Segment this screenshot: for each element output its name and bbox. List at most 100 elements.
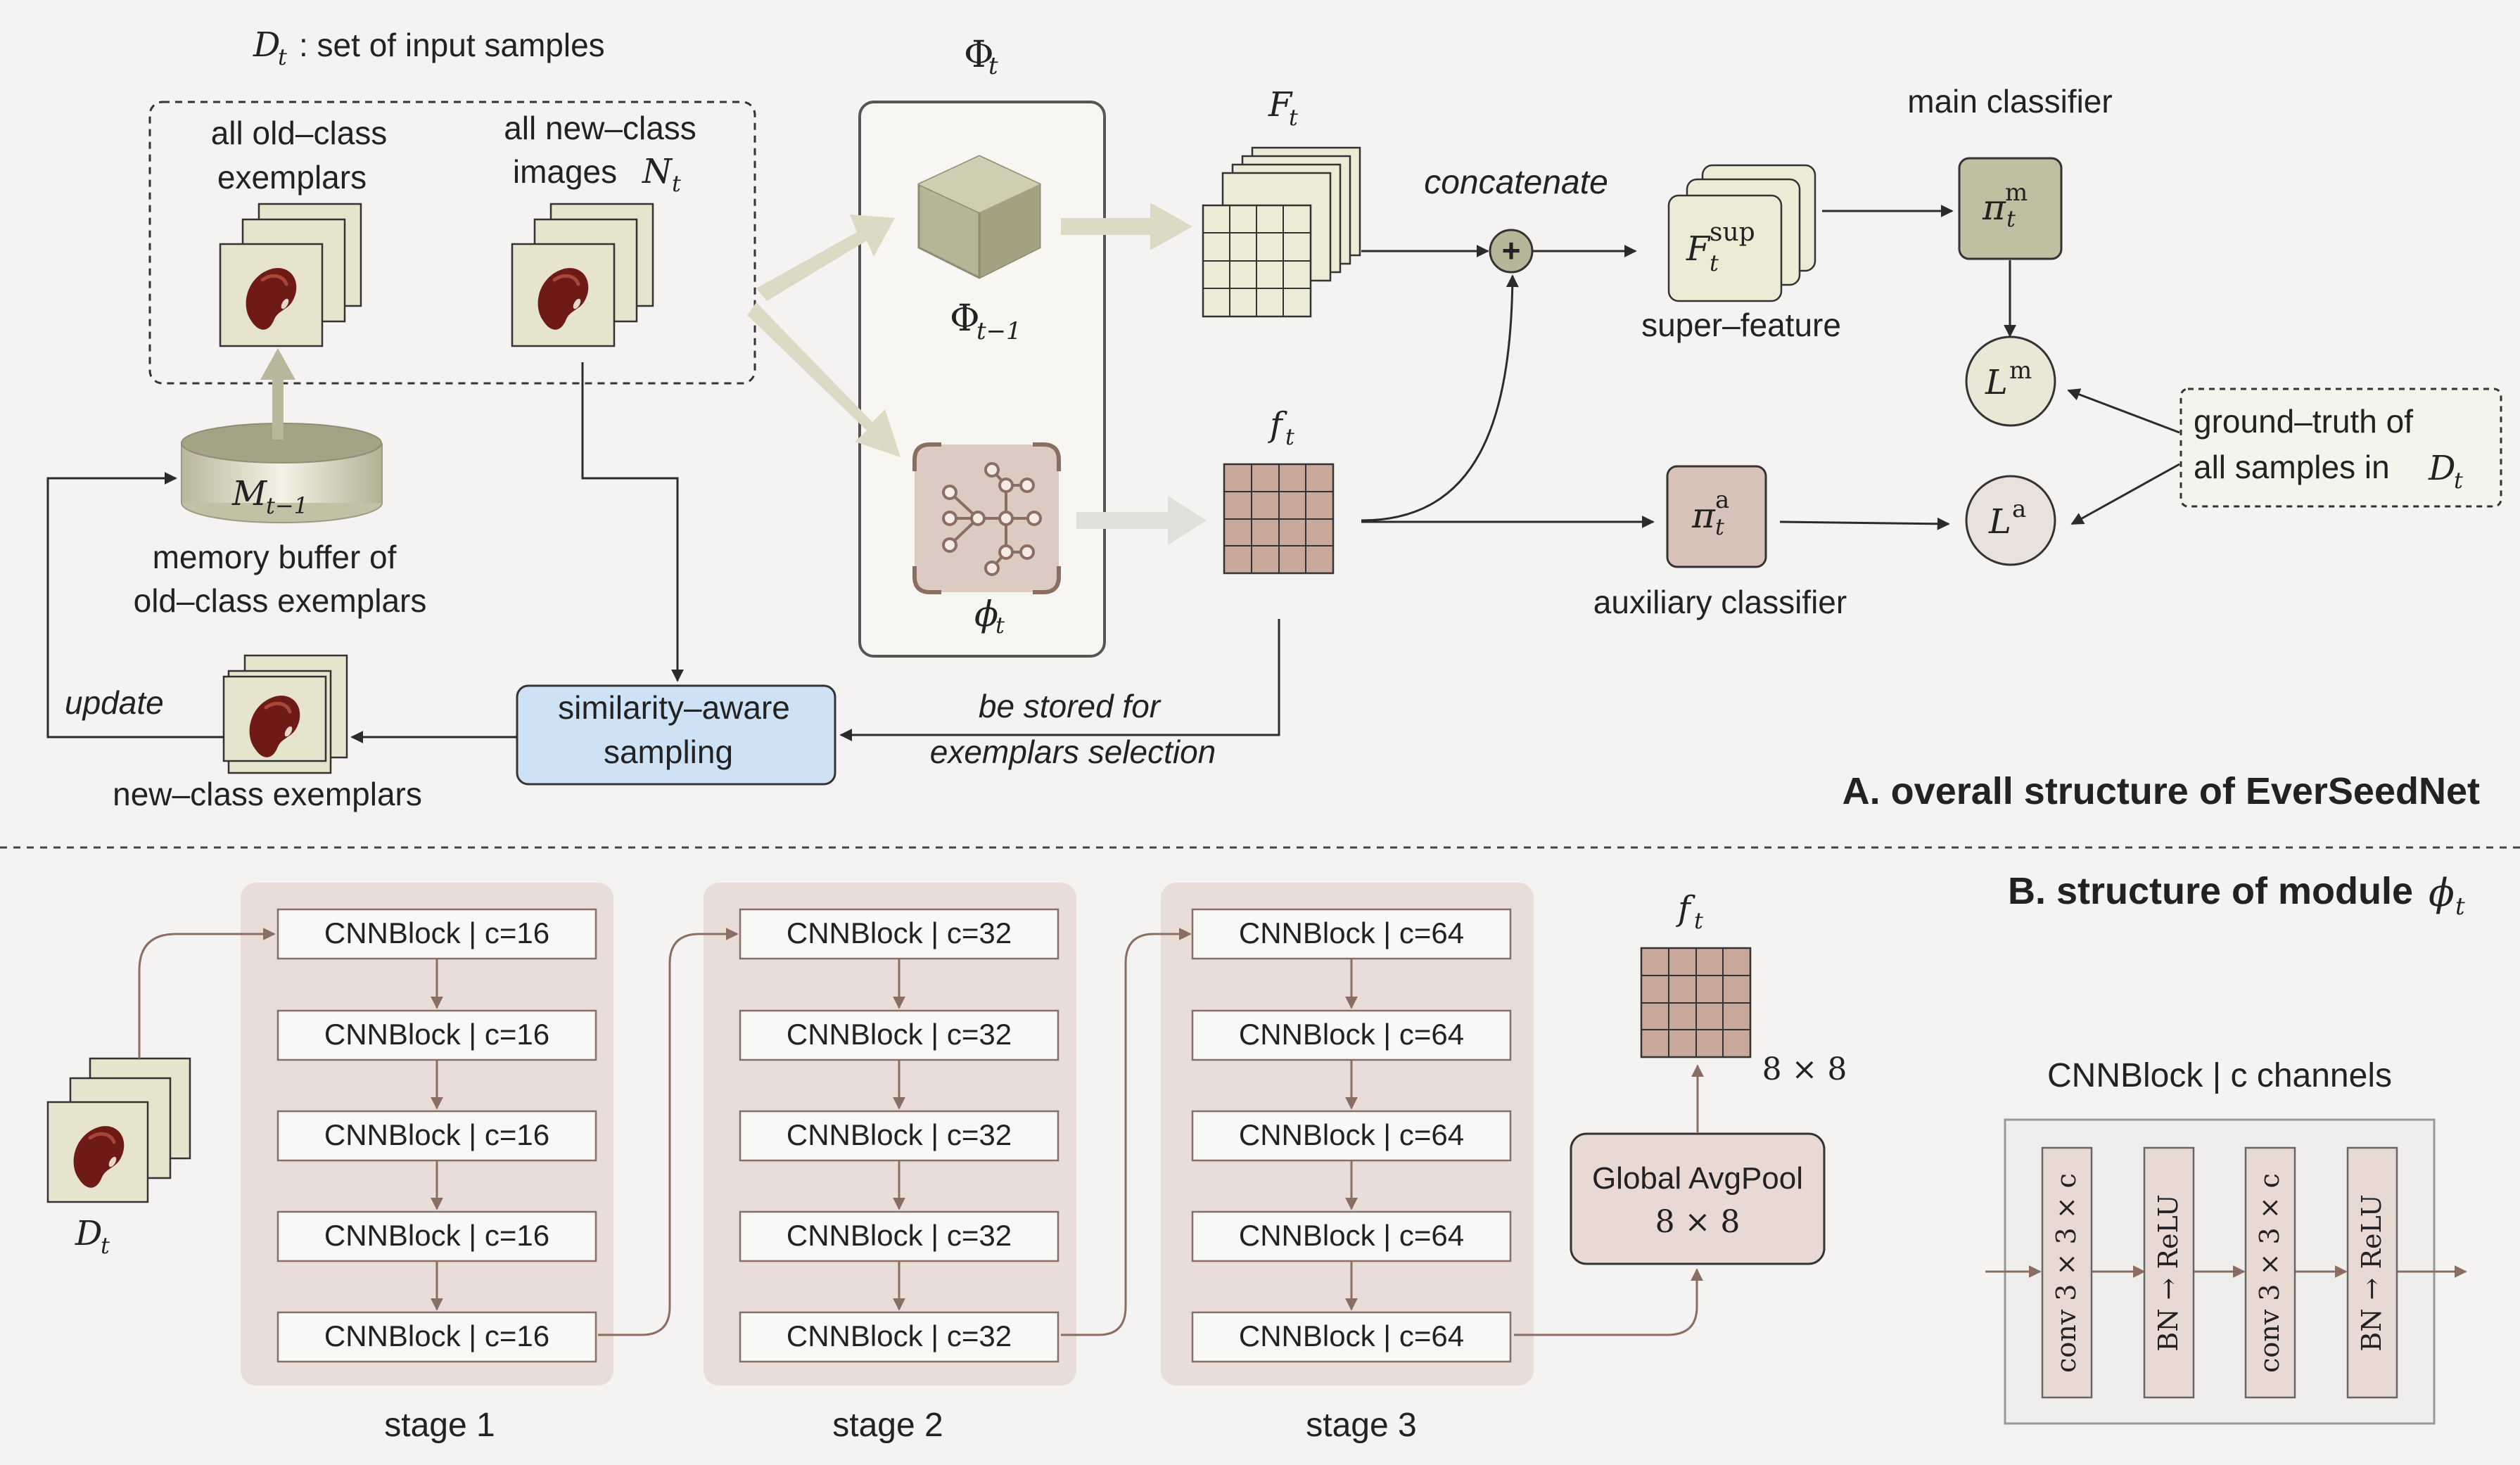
- images-to-sampling-arrow: [581, 362, 684, 682]
- super-feature-stack: [1667, 164, 1816, 302]
- big-phi-sub: t: [988, 52, 998, 80]
- ground-truth-box: [2179, 388, 2502, 508]
- stored-label-1: be stored for: [979, 688, 1162, 724]
- cnnblock-box: [739, 908, 1059, 960]
- new-class-label-2: images: [513, 153, 617, 190]
- concatenate-label: concatenate: [1424, 164, 1608, 201]
- cnnblock-box: [1191, 1210, 1512, 1262]
- memory-symbol: M: [231, 474, 268, 513]
- cnnblock-box: [739, 1110, 1059, 1162]
- input-symbol: D: [75, 1214, 102, 1253]
- layer-conv-1: [2041, 1146, 2093, 1399]
- f-to-concat-arrow: [1361, 274, 1519, 522]
- new-class-image-stack: [511, 203, 654, 347]
- cnnblock-box: [739, 1210, 1059, 1262]
- memory-to-exemplars-arrowhead: [260, 348, 295, 380]
- cnnblock-box: [1191, 1311, 1512, 1363]
- f-feature-map: [1223, 463, 1335, 575]
- ground-truth-symbol: D: [2428, 449, 2455, 488]
- layer-conv-2: [2244, 1146, 2296, 1399]
- gt-to-loss-aux-arrow: [2070, 463, 2180, 525]
- output-size-label: 8 × 8: [1762, 1051, 1847, 1087]
- sampling-label-1: similarity–aware: [558, 689, 790, 726]
- cnnblock-label: CNNBlock | c=16: [324, 916, 549, 949]
- phi-prev-sub: t−1: [976, 317, 1022, 345]
- main-classifier-sup: m: [2005, 179, 2028, 207]
- stage2-to-stage3-connector: [1061, 928, 1192, 1336]
- phi-prev-to-F-arrow: [1061, 203, 1192, 250]
- layer-bn-relu-1-label: BN → ReLU: [2153, 1194, 2184, 1351]
- old-class-label-2: exemplars: [217, 159, 367, 196]
- stored-label-2: exemplars selection: [930, 734, 1216, 770]
- cnnblock-box: [276, 1210, 597, 1262]
- cnnblock-box: [1191, 1110, 1512, 1162]
- stage-2-label: stage 2: [832, 1407, 943, 1444]
- memory-label-1: memory buffer of: [153, 539, 397, 575]
- layer-conv-2-label: conv 3 × 3 × c: [2254, 1173, 2285, 1373]
- cnnblock-label: CNNBlock | c=32: [787, 1319, 1012, 1352]
- cnnblock-label: CNNBlock | c=64: [1239, 1118, 1464, 1151]
- cnnblock-label: CNNBlock | c=32: [787, 1118, 1012, 1151]
- new-class-exemplar-stack: [222, 654, 348, 774]
- aux-classifier-sup: a: [1715, 486, 1729, 514]
- input-set-text: : set of input samples: [299, 27, 605, 63]
- old-class-exemplar-stack: [219, 203, 362, 347]
- output-feature-map: [1640, 947, 1752, 1058]
- loss-aux-circle: [1965, 475, 2056, 566]
- new-class-sub: t: [672, 170, 681, 197]
- panel-b-title: B. structure of module: [2008, 870, 2413, 912]
- F-sub: t: [1289, 104, 1298, 131]
- loss-aux-symbol: L: [1988, 502, 2011, 542]
- cnnblock-detail-title: CNNBlock | c channels: [2047, 1057, 2392, 1094]
- aux-classifier-sub: t: [1715, 513, 1724, 540]
- phi-small-to-f-arrow: [1076, 496, 1207, 545]
- memory-sub: t−1: [266, 492, 308, 519]
- aux-classifier-symbol: π: [1691, 495, 1716, 536]
- layer-bn-relu-2: [2346, 1146, 2398, 1399]
- aux-to-loss-arrow: [1779, 517, 1950, 530]
- input-to-stage1-connector: [138, 928, 276, 1058]
- plus-glyph: +: [1502, 232, 1521, 269]
- cnnblock-box: [276, 1110, 597, 1162]
- super-feature-sub: t: [1710, 250, 1719, 276]
- layer-bn-relu-1: [2143, 1146, 2195, 1399]
- cnnblock-box: [1191, 1009, 1512, 1061]
- sampling-label-2: sampling: [604, 734, 733, 770]
- new-class-exemplars-label: new–class exemplars: [113, 776, 422, 812]
- input-to-phi-prev-arrow: [756, 215, 895, 301]
- cnnblock-label: CNNBlock | c=32: [787, 916, 1012, 949]
- phi-small-sub: t: [995, 612, 1005, 639]
- layer-bn-relu-2-label: BN → ReLU: [2356, 1194, 2387, 1351]
- ground-truth-sub: t: [2454, 467, 2463, 494]
- aux-classifier-label: auxiliary classifier: [1593, 584, 1847, 620]
- loss-main-sup: m: [2009, 357, 2032, 385]
- input-sample-stack: [46, 1057, 191, 1203]
- F-feature-maps: [1202, 146, 1361, 318]
- update-label: update: [65, 684, 164, 721]
- loss-aux-sup: a: [2012, 495, 2026, 523]
- stage-3-label: stage 3: [1306, 1407, 1416, 1444]
- cnnblock-label: CNNBlock | c=16: [324, 1319, 549, 1352]
- panel-a-title: A. overall structure of EverSeedNet: [1843, 770, 2480, 812]
- cnnblock-box: [739, 1009, 1059, 1061]
- stage-1-label: stage 1: [384, 1407, 495, 1444]
- super-feature-symbol: F: [1686, 229, 1711, 269]
- output-sub: t: [1694, 907, 1703, 934]
- panel-b: B. structure of module ϕ t D t CNNBlock …: [46, 870, 2467, 1444]
- loss-main-circle: [1965, 335, 2056, 427]
- update-loop-arrow: [46, 472, 224, 738]
- cnnblock-label: CNNBlock | c=32: [787, 1219, 1012, 1252]
- panel-b-title-sub: t: [2455, 893, 2465, 921]
- cnnblock-box: [739, 1311, 1059, 1363]
- feature-to-sampling-arrow: [839, 619, 1280, 741]
- network-module-icon: [912, 442, 1061, 594]
- cnnblock-box: [1191, 908, 1512, 960]
- cnnblock-label: CNNBlock | c=64: [1239, 1219, 1464, 1252]
- input-set-box: [148, 101, 756, 385]
- input-set-symbol: D: [253, 25, 280, 65]
- cnnblock-box: [276, 1311, 597, 1363]
- main-classifier-symbol: π: [1982, 187, 2006, 228]
